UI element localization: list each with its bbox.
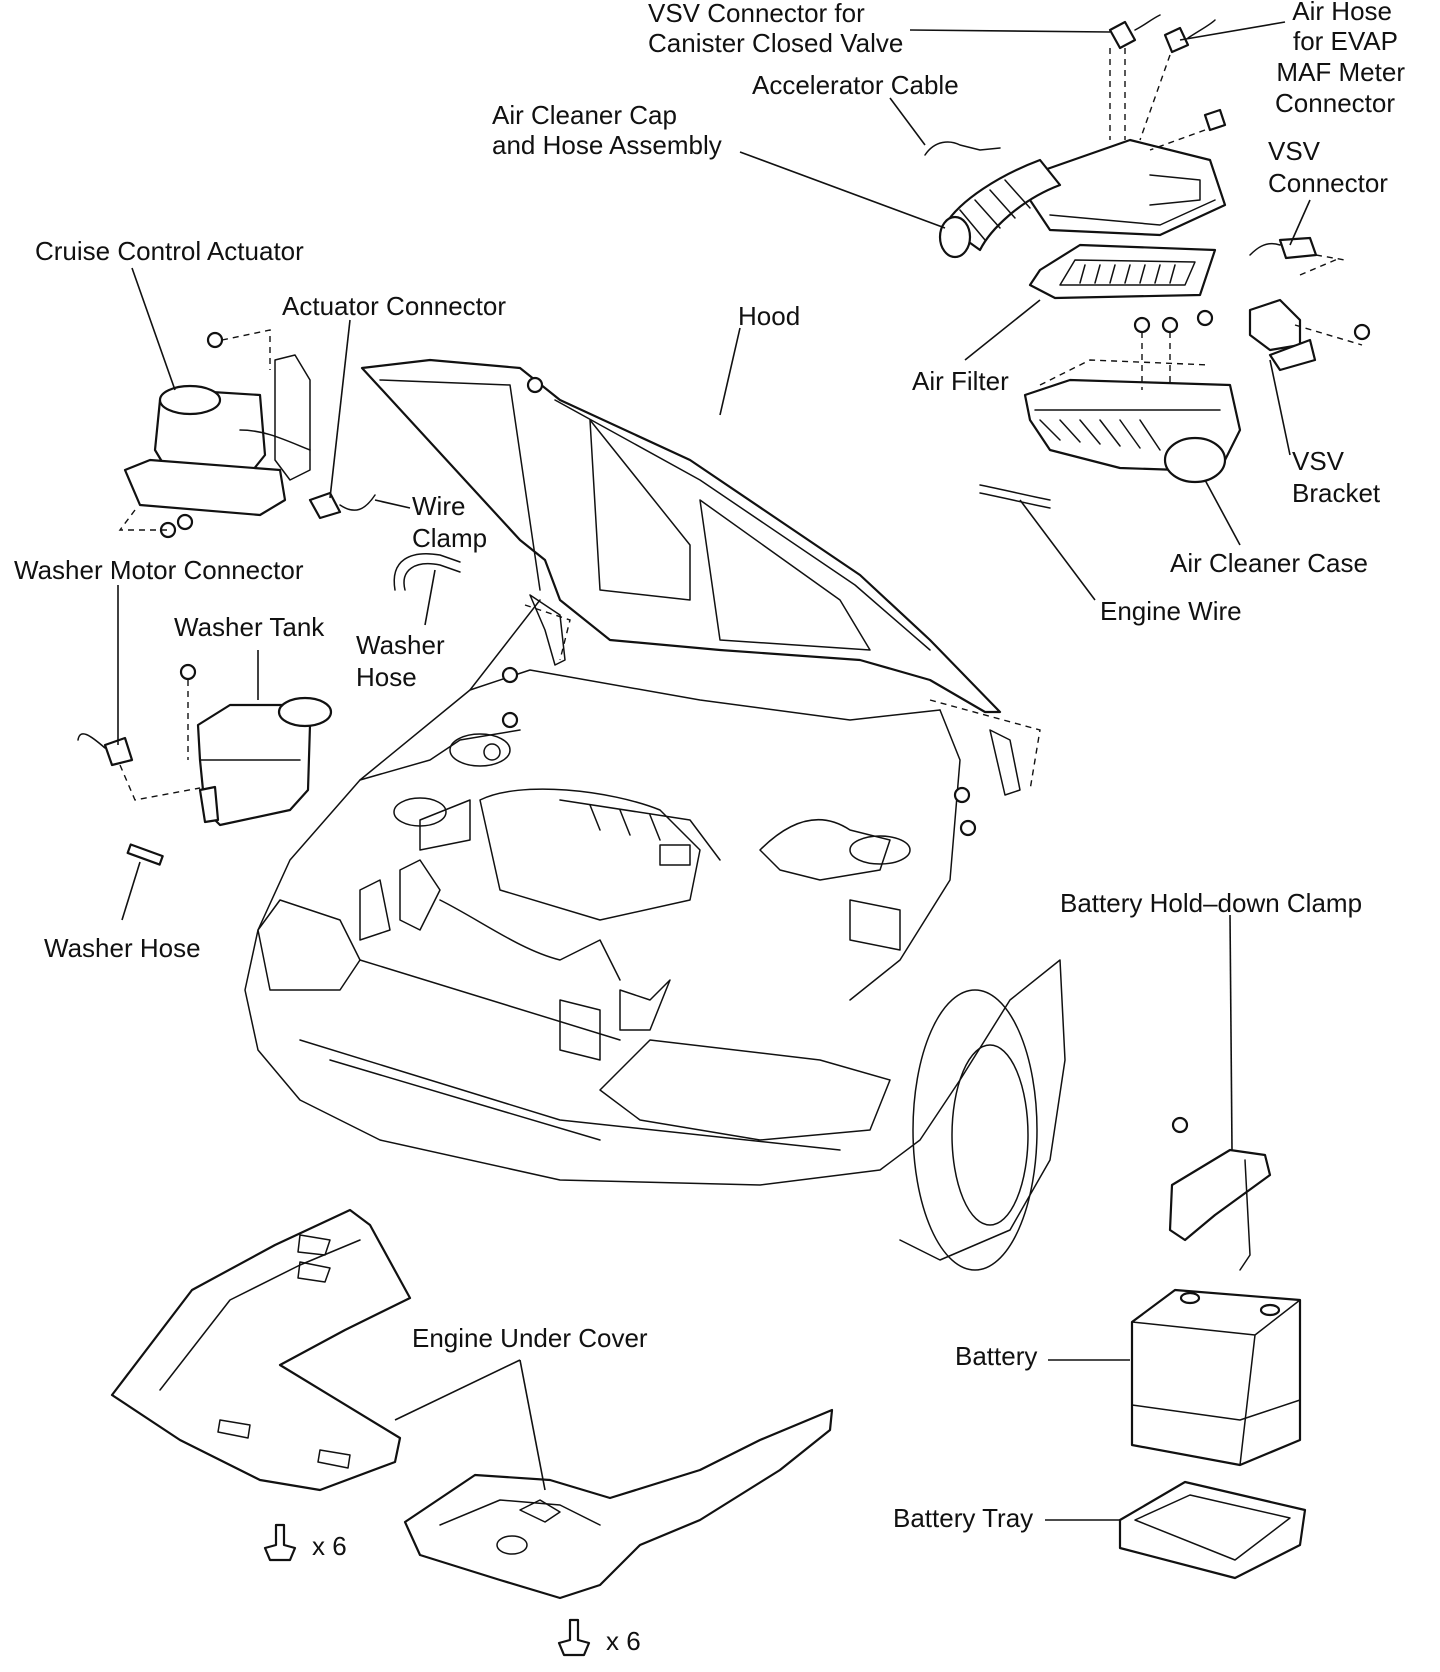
label-actuator-connector: Actuator Connector	[282, 291, 506, 321]
label-accelerator-cable: Accelerator Cable	[752, 70, 959, 100]
leader-lines	[117, 21, 1311, 1521]
washer-hose-upper-part	[403, 563, 461, 591]
battery-tray-part	[1118, 1480, 1307, 1580]
washer-drawing	[77, 553, 461, 866]
label-cruise-control-actuator: Cruise Control Actuator	[35, 236, 304, 266]
hood-part	[360, 358, 1002, 714]
label-wire-clamp-line1: Wire	[412, 491, 465, 521]
label-washer-motor-connector: Washer Motor Connector	[14, 555, 304, 585]
label-air-cleaner-cap-line1: Air Cleaner Cap	[492, 100, 677, 130]
washer-tank-part	[196, 703, 312, 827]
label-battery-hold-down-clamp: Battery Hold–down Clamp	[1060, 888, 1362, 918]
label-air-cleaner-cap-line2: and Hose Assembly	[492, 130, 722, 160]
label-air-filter: Air Filter	[912, 366, 1009, 396]
label-battery: Battery	[955, 1341, 1037, 1371]
label-vsv-canister-line2: Canister Closed Valve	[648, 28, 903, 58]
label-vsv-connector-line1: VSV	[1268, 136, 1321, 166]
label-washer-tank: Washer Tank	[174, 612, 325, 642]
air-filter-part	[1028, 243, 1217, 300]
label-qty-left: x 6	[312, 1531, 347, 1561]
battery-drawing	[1118, 1116, 1307, 1580]
label-washer-hose-lower: Washer Hose	[44, 933, 201, 963]
air-cleaner-assembly-drawing	[924, 14, 1371, 509]
label-vsv-connector-line2: Connector	[1268, 168, 1388, 198]
washer-hose-lower-part	[126, 843, 164, 866]
label-vsv-bracket-line2: Bracket	[1292, 478, 1381, 508]
engine-under-cover-left-part	[110, 1208, 412, 1492]
label-engine-wire: Engine Wire	[1100, 596, 1242, 626]
clip-bolt-left-icon	[263, 1523, 297, 1562]
label-maf-line2: Connector	[1275, 88, 1395, 118]
label-maf-line1: MAF Meter	[1276, 57, 1405, 87]
vehicle-body-drawing	[244, 358, 1066, 1271]
label-air-hose-line2: for EVAP	[1293, 26, 1398, 56]
label-vsv-bracket-line1: VSV	[1292, 446, 1345, 476]
battery-part	[1130, 1288, 1302, 1467]
engine-under-cover-drawing	[110, 1208, 834, 1657]
engine-under-cover-right-part	[403, 1408, 834, 1600]
label-washer-hose-upper-line2: Hose	[356, 662, 417, 692]
label-washer-hose-upper-line1: Washer	[356, 630, 445, 660]
air-cleaner-cap-part	[1028, 138, 1227, 237]
label-hood: Hood	[738, 301, 800, 331]
label-vsv-canister-line1: VSV Connector for	[648, 0, 865, 28]
label-qty-bottom: x 6	[606, 1626, 641, 1656]
clip-bolt-bottom-icon	[557, 1618, 591, 1657]
car-body-part	[244, 599, 1066, 1261]
label-battery-tray: Battery Tray	[893, 1503, 1033, 1533]
labels: VSV Connector for Canister Closed Valve …	[14, 0, 1405, 1656]
label-engine-under-cover: Engine Under Cover	[412, 1323, 648, 1353]
label-air-hose-line1: Air Hose	[1292, 0, 1392, 26]
cruise-actuator-drawing	[118, 329, 376, 539]
battery-hold-down-clamp-part	[1168, 1148, 1272, 1242]
engine-wire-part	[979, 484, 1051, 501]
label-air-cleaner-case: Air Cleaner Case	[1170, 548, 1368, 578]
label-wire-clamp-line2: Clamp	[412, 523, 487, 553]
